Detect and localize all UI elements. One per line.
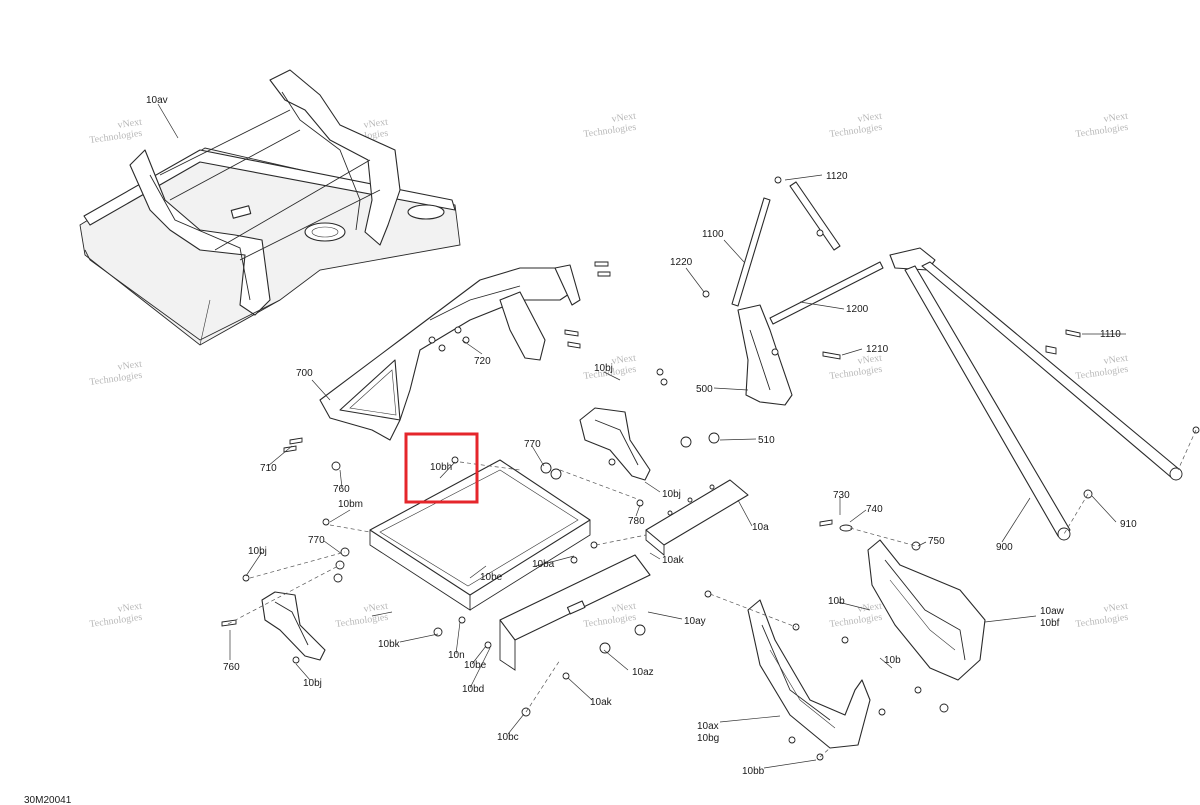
label-10bm[interactable]: 10bm — [338, 499, 363, 510]
watermark: vNext — [611, 111, 637, 125]
diagram-id: 30M20041 — [24, 795, 72, 805]
label-10bh[interactable]: 10bh — [430, 462, 452, 473]
bracket-10bj-lower[interactable] — [221, 547, 350, 661]
watermark: vNext — [117, 601, 143, 615]
label-10bj[interactable]: 10bj — [303, 678, 322, 689]
label-760[interactable]: 760 — [223, 662, 240, 673]
label-10bf[interactable]: 10bf — [1040, 618, 1060, 629]
label-770[interactable]: 770 — [524, 439, 541, 450]
label-1110[interactable]: 1110 — [1100, 329, 1121, 340]
watermark: Technologies — [89, 370, 143, 388]
watermark: vNext — [117, 117, 143, 131]
label-720[interactable]: 720 — [474, 356, 491, 367]
label-910[interactable]: 910 — [1120, 519, 1137, 530]
label-10aw[interactable]: 10aw — [1040, 606, 1065, 617]
label-10ba[interactable]: 10ba — [532, 559, 555, 570]
label-10b[interactable]: 10b — [828, 596, 845, 607]
watermark: Technologies — [829, 612, 883, 630]
watermark: vNext — [611, 601, 637, 615]
label-10ak[interactable]: 10ak — [590, 697, 613, 708]
assembly-lines — [227, 429, 1197, 758]
label-10av[interactable]: 10av — [146, 95, 168, 106]
label-1100[interactable]: 1100 — [702, 229, 724, 240]
frame-assembly-10av[interactable] — [79, 69, 461, 346]
label-10bd[interactable]: 10bd — [462, 684, 484, 695]
watermark: Technologies — [583, 122, 637, 140]
label-1200[interactable]: 1200 — [846, 304, 869, 315]
label-1210[interactable]: 1210 — [866, 344, 889, 355]
highlight-box-10bh — [404, 432, 479, 504]
watermark: Technologies — [829, 364, 883, 382]
watermark: vNext — [857, 111, 883, 125]
bracket-10bj-upper[interactable] — [540, 368, 668, 507]
watermark: Technologies — [1075, 612, 1129, 630]
watermark: vNext — [1103, 601, 1129, 615]
rail-10ay[interactable] — [499, 554, 651, 671]
watermark: Technologies — [1075, 122, 1129, 140]
watermark: vNext — [1103, 353, 1129, 367]
label-10bc[interactable]: 10bc — [497, 732, 519, 743]
label-10bb[interactable]: 10bb — [742, 766, 765, 777]
label-10bg[interactable]: 10bg — [697, 733, 719, 744]
label-10bj[interactable]: 10bj — [594, 363, 613, 374]
label-10az[interactable]: 10az — [632, 667, 654, 678]
watermark: vNext — [857, 353, 883, 367]
label-10ax[interactable]: 10ax — [697, 721, 719, 732]
watermark: vNext — [1103, 111, 1129, 125]
label-10be[interactable]: 10be — [480, 572, 503, 583]
label-510[interactable]: 510 — [758, 435, 775, 446]
side-frame-10ax[interactable] — [747, 599, 871, 749]
label-10bj[interactable]: 10bj — [662, 489, 681, 500]
label-700[interactable]: 700 — [296, 368, 313, 379]
watermark: Technologies — [1075, 364, 1129, 382]
watermark: vNext — [363, 117, 389, 131]
label-780[interactable]: 780 — [628, 516, 645, 527]
rear-links[interactable] — [680, 176, 1200, 541]
label-10b[interactable]: 10b — [884, 655, 901, 666]
leader-lines — [157, 103, 1126, 769]
label-500[interactable]: 500 — [696, 384, 713, 395]
label-10bk[interactable]: 10bk — [378, 639, 401, 650]
side-frame-10aw[interactable] — [867, 539, 986, 681]
watermark: Technologies — [583, 612, 637, 630]
watermark: Technologies — [89, 612, 143, 630]
watermark: vNext — [611, 353, 637, 367]
label-10a[interactable]: 10a — [752, 522, 769, 533]
label-1120[interactable]: 1120 — [826, 171, 848, 182]
label-900[interactable]: 900 — [996, 542, 1013, 553]
label-770[interactable]: 770 — [308, 535, 325, 546]
label-710[interactable]: 710 — [260, 463, 277, 474]
label-10ay[interactable]: 10ay — [684, 616, 706, 627]
watermark: vNext — [857, 601, 883, 615]
label-10n[interactable]: 10n — [448, 650, 465, 661]
watermark: Technologies — [829, 122, 883, 140]
label-10be[interactable]: 10be — [464, 660, 487, 671]
watermark: vNext — [363, 601, 389, 615]
watermark: vNext — [117, 359, 143, 373]
label-750[interactable]: 750 — [928, 536, 945, 547]
label-760[interactable]: 760 — [333, 484, 350, 495]
label-730[interactable]: 730 — [833, 490, 850, 501]
gusset-700[interactable] — [283, 261, 611, 453]
callout-labels: 10av 1120 1100 1220 1200 1110 1210 700 7… — [146, 95, 1137, 777]
label-10ak[interactable]: 10ak — [662, 555, 685, 566]
label-1220[interactable]: 1220 — [670, 257, 693, 268]
watermark: Technologies — [89, 128, 143, 146]
label-10bj[interactable]: 10bj — [248, 546, 267, 557]
skid-plate[interactable] — [322, 456, 591, 611]
label-740[interactable]: 740 — [866, 504, 883, 515]
